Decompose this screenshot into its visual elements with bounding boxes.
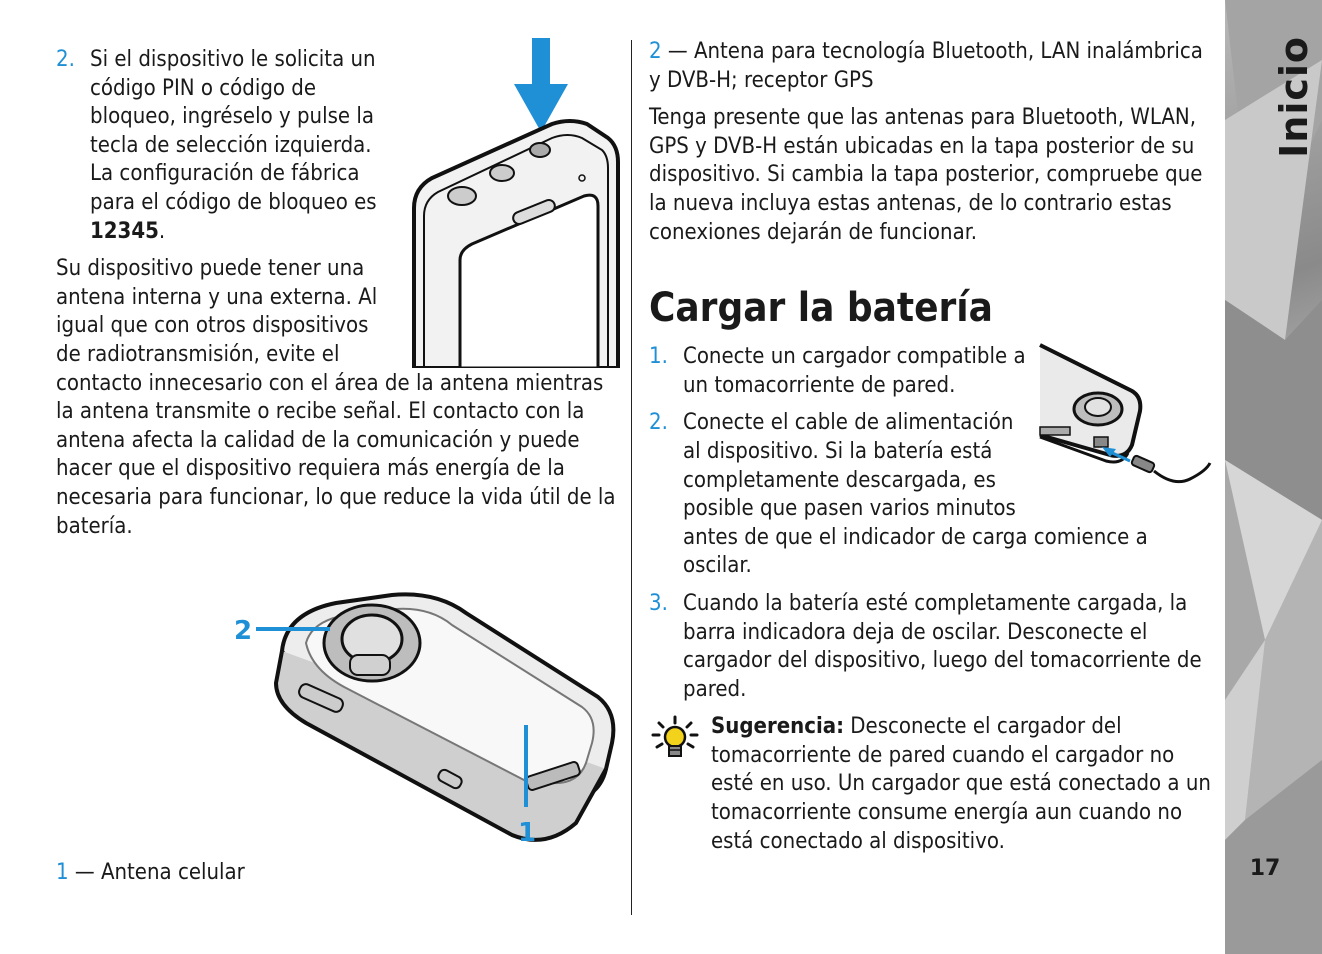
step-number: 3. [649, 590, 668, 616]
step-text: Conecte un cargador compatible a un toma… [683, 344, 1026, 398]
figure-label-2: 2 [234, 616, 252, 646]
tip-text: Desconecte el cargador del tomacorriente… [711, 714, 1211, 854]
phone-power-key-illustration [412, 38, 620, 368]
caption-number: 2 [649, 39, 662, 64]
right-column: 2 — Antena para tecnología Bluetooth, LA… [649, 38, 1214, 856]
section-title: Inicio [1272, 36, 1316, 158]
lock-code: 12345 [90, 218, 159, 244]
tip-block: Sugerencia: Desconecte el cargador del t… [649, 713, 1214, 856]
figure-caption-1: 1 — Antena celular [56, 859, 616, 888]
step-pin-code: 2. Si el dispositivo le solicita un códi… [56, 38, 620, 368]
step-charge-3: 3. Cuando la batería esté completamente … [649, 590, 1214, 704]
page-number: 17 [1249, 856, 1281, 881]
step-text: Conecte el cable de alimentación al disp… [683, 410, 1148, 579]
step-text-end: . [158, 218, 166, 244]
column-divider [631, 40, 632, 915]
step-number: 1. [649, 344, 668, 370]
step-text: Cuando la batería esté completamente car… [683, 590, 1202, 702]
left-column: 2. Si el dispositivo le solicita un códi… [56, 38, 620, 897]
step-charge-1: 1. Conecte un cargador compatible a un t… [649, 343, 1214, 484]
charger-connection-illustration [1039, 343, 1212, 484]
tip-label: Sugerencia: [711, 714, 845, 740]
lightbulb-icon [651, 715, 699, 758]
step-text: Si el dispositivo le solicita un código … [90, 47, 377, 215]
phone-back-antenna-illustration: 2 1 [234, 592, 616, 843]
caption-text: — Antena para tecnología Bluetooth, LAN … [649, 39, 1203, 93]
caption-text: — Antena celular [68, 860, 245, 886]
caption-number: 1 [56, 860, 69, 886]
section-sidebar: Inicio 17 [1225, 0, 1322, 954]
antennas-paragraph: Tenga presente que las antenas para Blue… [649, 105, 1203, 245]
figure-label-1: 1 [518, 818, 536, 843]
figure-caption-2: 2 — Antena para tecnología Bluetooth, LA… [649, 38, 1214, 95]
section-heading: Cargar la batería [649, 285, 993, 332]
step-number: 2. [56, 47, 75, 72]
step-charge-2: 2. Conecte el cable de alimentación al d… [649, 409, 1214, 581]
sidebar-background [1225, 0, 1322, 954]
antenna-paragraph: Su dispositivo puede tener una antena in… [56, 256, 616, 539]
step-number: 2. [649, 410, 668, 436]
